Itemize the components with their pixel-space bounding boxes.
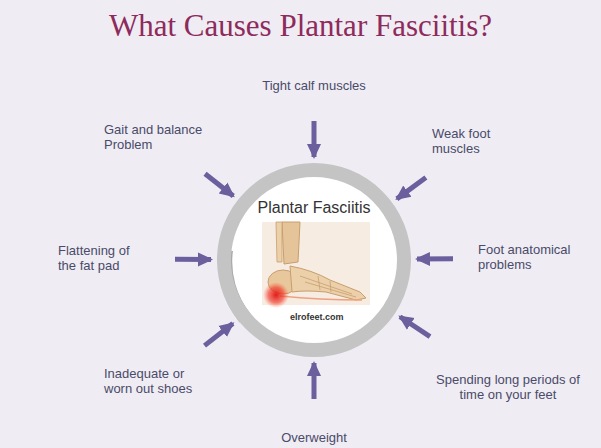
source-label: elrofeet.com	[290, 312, 344, 322]
cause-item: Flattening of the fat pad	[58, 243, 150, 275]
title: What Causes Plantar Fasciitis?	[0, 8, 601, 44]
cause-item: Gait and balance Problem	[104, 122, 216, 154]
ring-outline	[217, 163, 411, 357]
cause-text: Flattening of the fat pad	[58, 243, 150, 273]
cause-text: Spending long periods of time on your fe…	[428, 372, 588, 402]
cause-item: Overweight	[264, 430, 364, 447]
cause-text: Tight calf muscles	[252, 78, 376, 93]
center-circle: Plantar Fasciitis	[217, 163, 411, 357]
cause-item: Foot anatomical problems	[478, 242, 596, 274]
cause-arrow	[312, 121, 317, 157]
cause-arrow	[397, 177, 426, 198]
foot-picture	[262, 222, 370, 308]
cause-item: Tight calf muscles	[252, 78, 376, 95]
cause-text: Gait and balance Problem	[104, 122, 216, 152]
cause-arrow	[312, 363, 317, 399]
cause-text: Weak foot muscles	[432, 126, 516, 156]
center-title: Plantar Fasciitis	[217, 199, 411, 217]
cause-item: Inadequate or worn out shoes	[104, 366, 212, 398]
cause-text: Overweight	[264, 430, 364, 445]
cause-arrow	[205, 323, 233, 345]
cause-arrow	[205, 174, 233, 196]
cause-text: Foot anatomical problems	[478, 242, 596, 272]
cause-item: Spending long periods of time on your fe…	[428, 372, 588, 404]
cause-item: Weak foot muscles	[432, 126, 516, 158]
cause-arrow	[417, 256, 453, 261]
cause-text: Inadequate or worn out shoes	[104, 366, 212, 396]
cause-arrow	[400, 317, 430, 337]
cause-arrow	[175, 257, 211, 262]
